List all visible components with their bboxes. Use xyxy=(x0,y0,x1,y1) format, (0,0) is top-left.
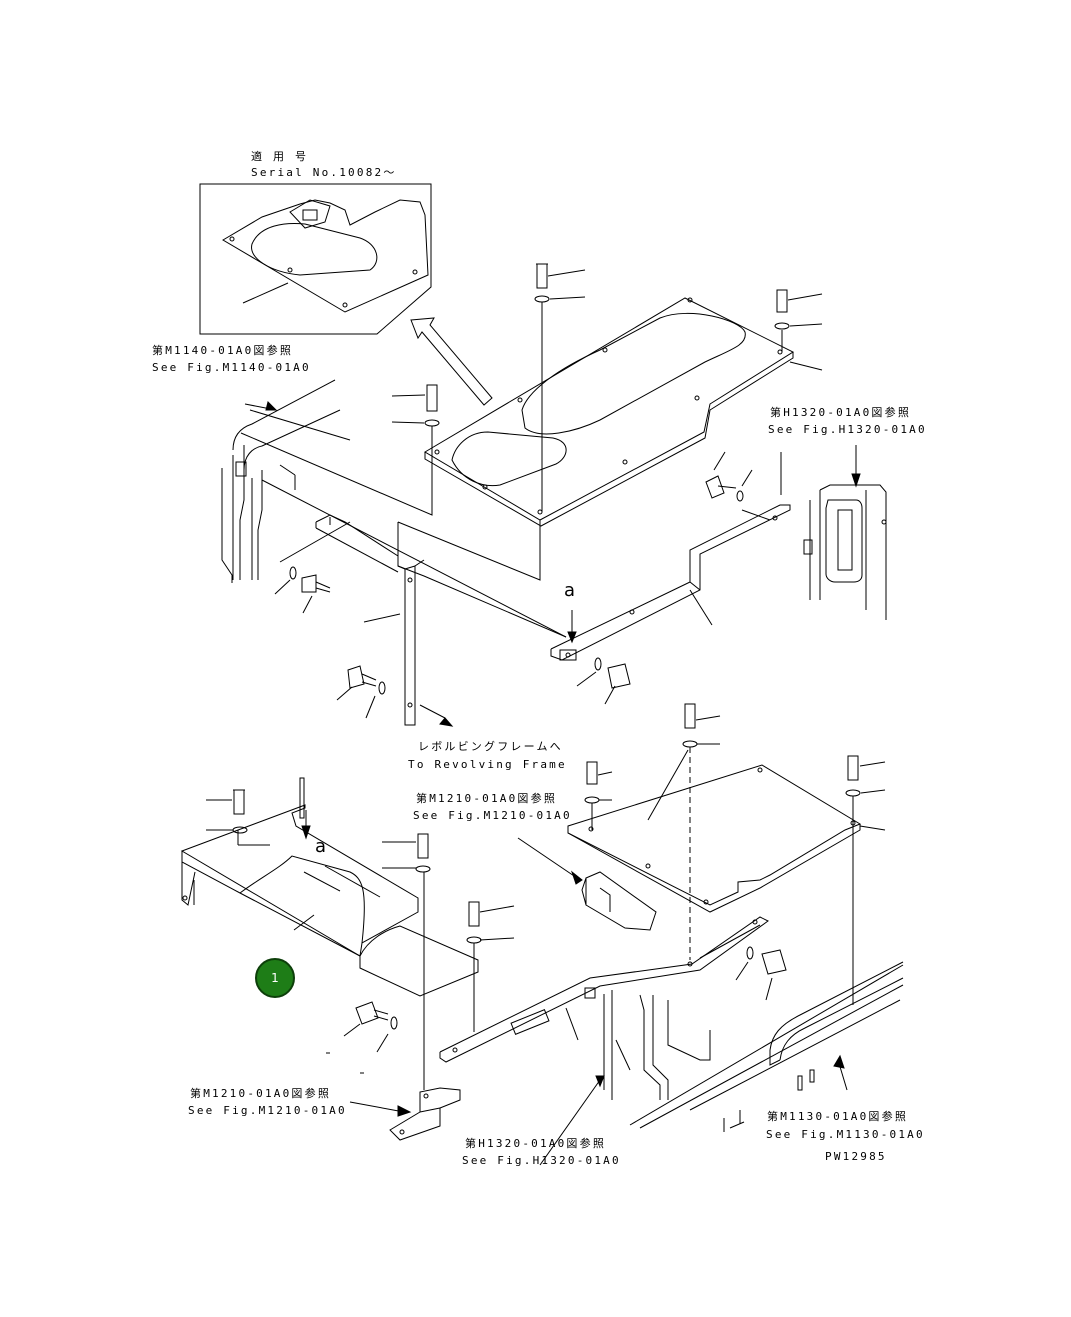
ref-m1140-en[interactable]: See Fig.M1140-01A0 xyxy=(152,361,311,374)
ref-m1140-jp[interactable]: 第M1140-01A0図参照 xyxy=(152,344,294,357)
angle-bar-upper xyxy=(550,452,791,705)
revolving-frame-jp[interactable]: レボルビングフレームへ xyxy=(418,740,563,753)
view-a-marker-top: a xyxy=(564,580,576,601)
vertical-post xyxy=(315,514,454,727)
ref-m1210-bot-jp[interactable]: 第M1210-01A0図参照 xyxy=(190,1087,332,1100)
ref-h1320-bot-en[interactable]: See Fig.H1320-01A0 xyxy=(462,1154,621,1167)
inset-pointer-arrow xyxy=(410,317,493,406)
right-upper-bolts xyxy=(705,451,753,502)
construction-lines xyxy=(240,409,567,638)
view-a-marker-bottom: a xyxy=(315,836,327,857)
revolving-frame-en[interactable]: To Revolving Frame xyxy=(408,758,567,771)
bottom-bracket xyxy=(349,1087,461,1141)
right-frame-upper xyxy=(803,445,887,620)
ref-h1320-bot-jp[interactable]: 第H1320-01A0図参照 xyxy=(465,1137,607,1150)
ref-m1130-en[interactable]: See Fig.M1130-01A0 xyxy=(766,1128,925,1141)
drawing-number: PW12985 xyxy=(825,1150,887,1163)
ref-m1210-mid-en[interactable]: See Fig.M1210-01A0 xyxy=(413,809,572,822)
serial-label-en: Serial No.10082～ xyxy=(251,166,397,179)
ref-m1210-bot-en[interactable]: See Fig.M1210-01A0 xyxy=(188,1104,347,1117)
ref-m1130-jp[interactable]: 第M1130-01A0図参照 xyxy=(767,1110,909,1123)
upper-bolts xyxy=(391,263,823,515)
ref-m1210-mid-jp[interactable]: 第M1210-01A0図参照 xyxy=(416,792,558,805)
part-callout-1[interactable]: 1 xyxy=(255,958,295,998)
left-frame-upper xyxy=(221,379,341,583)
lower-left-cover xyxy=(180,777,479,997)
ref-h1320-top-en[interactable]: See Fig.H1320-01A0 xyxy=(768,423,927,436)
left-side-bolts xyxy=(274,566,386,719)
lower-right-plate xyxy=(517,764,862,931)
lower-frame xyxy=(539,961,904,1166)
lower-left-bolts xyxy=(206,789,515,1090)
serial-label-jp: 適 用 号 xyxy=(251,150,309,163)
ref-h1320-top-jp[interactable]: 第H1320-01A0図参照 xyxy=(770,406,912,419)
inset-detail xyxy=(199,183,432,335)
lower-right-bolts xyxy=(584,703,886,1005)
lower-angle-bar xyxy=(439,916,769,1063)
